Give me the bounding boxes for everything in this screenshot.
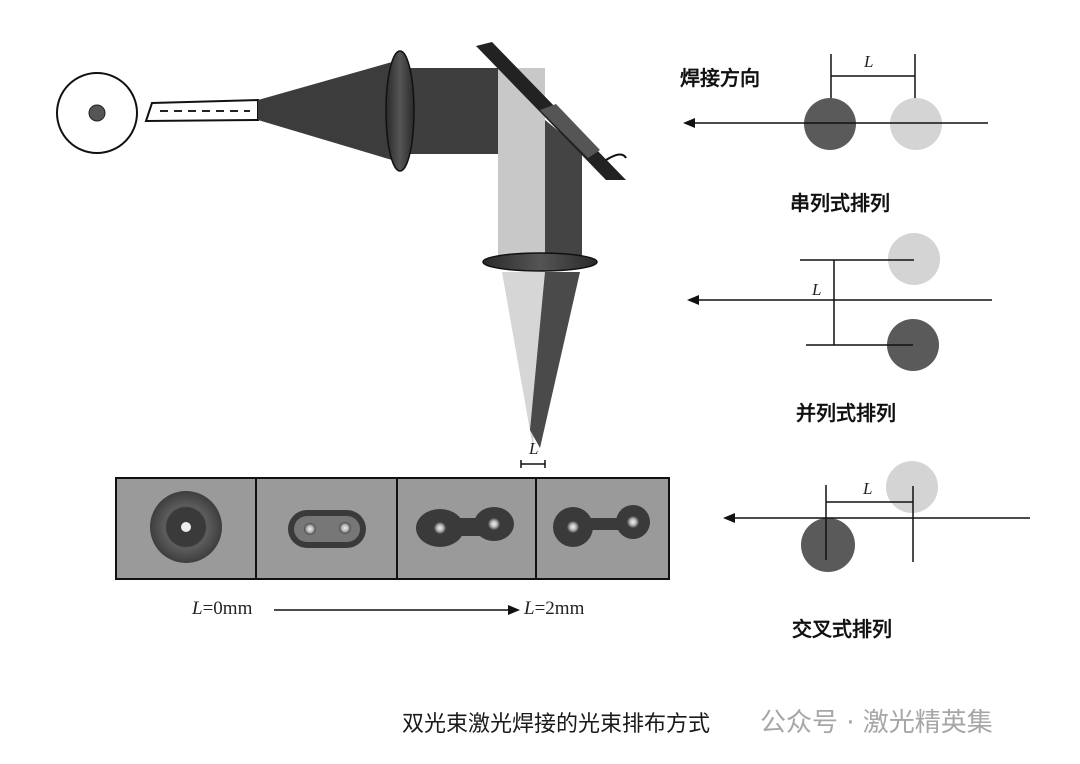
parallel-arrangement-label: 并列式排列 xyxy=(796,401,896,425)
optical-fiber xyxy=(144,98,259,123)
range-end-label: L=2mm xyxy=(524,598,584,620)
series-arrangement xyxy=(683,54,988,150)
range-start-var: L xyxy=(192,598,203,619)
spacing-range-arrow xyxy=(274,605,520,615)
figure-caption: 双光束激光焊接的光束排布方式 xyxy=(402,712,711,737)
parallel-spacing-label: L xyxy=(812,280,822,299)
collimated-beam xyxy=(408,68,498,154)
focus-spacing-dimension xyxy=(520,460,546,468)
range-start-value: =0mm xyxy=(202,598,253,619)
dark-beam-focus xyxy=(530,272,580,448)
cross-arrangement-label: 交叉式排列 xyxy=(792,617,892,641)
beam-splitter-mirror xyxy=(476,42,627,180)
collimating-beam-cone xyxy=(258,62,392,160)
series-arrangement-label: 串列式排列 xyxy=(790,191,890,215)
focus-spacing-label: L xyxy=(529,439,539,458)
collimating-lens xyxy=(385,50,415,172)
dark-beam-down xyxy=(545,120,582,258)
parallel-arrangement xyxy=(687,233,992,371)
focusing-lens xyxy=(482,252,598,272)
range-start-label: L=0mm xyxy=(192,598,252,620)
cross-spacing-label: L xyxy=(863,479,873,498)
welding-direction-label: 焊接方向 xyxy=(680,66,760,90)
laser-source xyxy=(56,72,138,154)
range-end-var: L xyxy=(524,598,535,619)
range-end-value: =2mm xyxy=(534,598,585,619)
cross-arrangement xyxy=(723,461,1030,572)
series-spacing-label: L xyxy=(864,52,874,71)
watermark: 公众号 · 激光精英集 xyxy=(760,708,993,738)
light-beam-down xyxy=(498,68,545,258)
weld-micrograph-strip xyxy=(115,477,670,580)
